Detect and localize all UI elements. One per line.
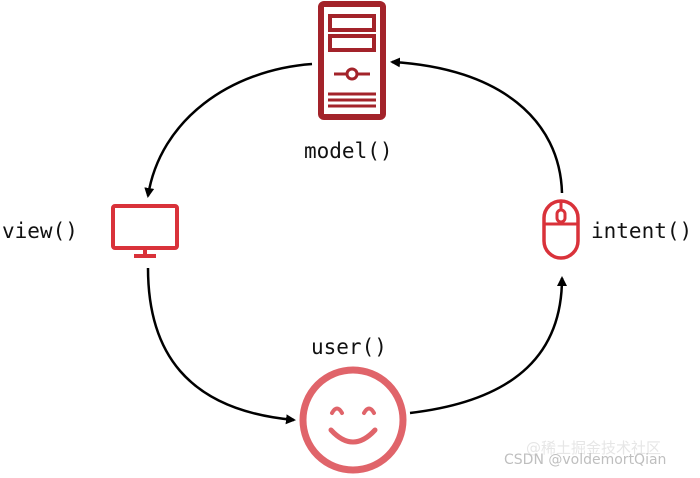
arrow-model-to-view [144,62,313,198]
watermark-juejin: @稀土掘金技术社区 [526,439,662,457]
user-label: user() [311,335,387,359]
intent-label: intent() [591,219,693,243]
mouse-icon [542,199,580,260]
view-label: view() [2,219,78,243]
arrow-view-to-user [146,267,296,425]
monitor-icon [111,204,179,258]
smiley-icon [299,366,407,474]
watermark-csdn: CSDN @voldemortQian [504,452,667,468]
server-icon [318,1,386,120]
arrow-user-to-intent [409,276,567,415]
model-label: model() [304,139,393,163]
arrow-intent-to-model [390,57,564,194]
